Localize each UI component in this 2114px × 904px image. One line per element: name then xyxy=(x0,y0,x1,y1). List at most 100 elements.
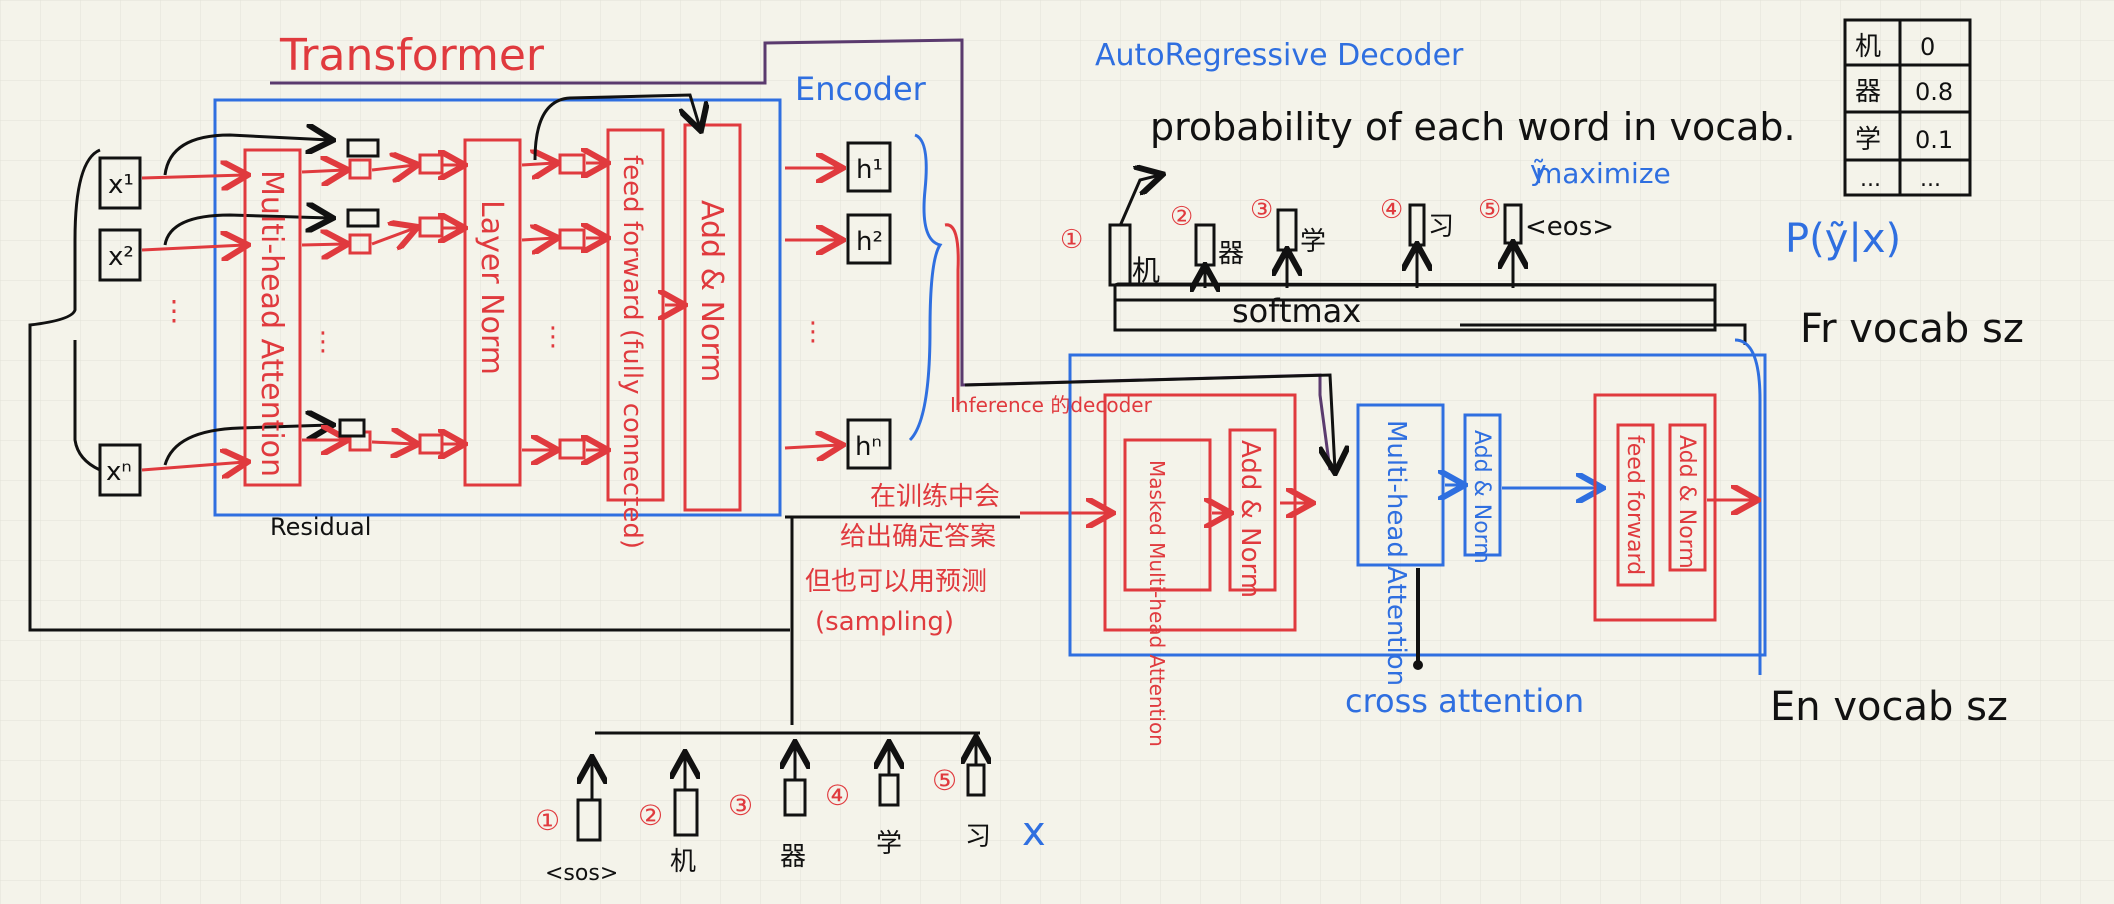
vocab-word-4: ... xyxy=(1860,167,1881,192)
input-brace xyxy=(73,340,101,472)
inference-line-1: 在训练中会 xyxy=(870,482,1000,512)
input-xn: xⁿ xyxy=(106,457,132,487)
encoder-output-h1: h¹ xyxy=(846,141,892,193)
decoder-token-1: 机 xyxy=(1132,254,1160,287)
vocab-prob-3: 0.1 xyxy=(1915,126,1953,154)
bottom-input-5: ⑤ 习 xyxy=(932,740,991,852)
output-ellipsis: ⋮ xyxy=(800,317,826,347)
cross-multihead-attention-label: Multi-head Attention xyxy=(1381,420,1411,686)
encoder-output-arrows xyxy=(784,168,840,448)
residual-arrows xyxy=(163,135,330,466)
decoder-token-4: 习 xyxy=(1428,212,1454,242)
output-h2: h² xyxy=(856,227,883,257)
bottom-input-2: ② 机 xyxy=(638,755,697,877)
decoder-ff-sublayer xyxy=(1593,393,1717,622)
encoder-kv-arrow xyxy=(964,373,1335,470)
vocab-prob-2: 0.8 xyxy=(1915,78,1953,106)
cross-attention-dot xyxy=(1413,660,1423,670)
transformer-bracket xyxy=(270,38,1332,471)
decoder-output-5: ⑤ <eos> xyxy=(1478,195,1614,245)
encoder-input-1: x¹ xyxy=(98,156,142,210)
decoder-add-norm-2-label: Add & Norm xyxy=(1469,430,1494,564)
layer-norm-block xyxy=(463,138,522,487)
ff-residual-arrow xyxy=(533,93,700,161)
inference-label: Inference 的decoder xyxy=(950,393,1153,417)
vocab-prob-4: ... xyxy=(1920,167,1941,192)
input-arrows xyxy=(141,175,245,470)
softmax-label: softmax xyxy=(1232,292,1361,330)
bottom-input-1: ① <sos> xyxy=(535,760,618,886)
maximize-formula: P(ỹ|x) xyxy=(1785,216,1901,262)
bottom-step-4: ④ xyxy=(825,779,850,812)
decoder-step-3: ③ xyxy=(1250,195,1273,225)
decoder-feed-forward-block xyxy=(1616,423,1655,587)
encoder-output-brace xyxy=(908,133,943,442)
encoder-box xyxy=(213,98,782,517)
decoder-step-1: ① xyxy=(1060,225,1083,255)
output-h1: h¹ xyxy=(856,155,883,185)
bottom-step-1: ① xyxy=(535,804,560,837)
cross-attention-label: cross attention xyxy=(1345,682,1584,720)
transformer-title: Transformer xyxy=(279,30,545,81)
layer-norm-label: Layer Norm xyxy=(474,200,509,375)
decoder-step-2: ② xyxy=(1170,202,1193,232)
decoder-output-3: ③ 学 xyxy=(1250,195,1326,257)
inference-line-4: (sampling) xyxy=(815,607,954,637)
layer-norm-arrows xyxy=(443,155,605,458)
decoder-token-2: 器 xyxy=(1218,239,1244,269)
input-x1: x¹ xyxy=(108,170,134,200)
encoder-multihead-attention-label: Multi-head Attention xyxy=(254,170,289,477)
bottom-input-4: ④ 学 xyxy=(825,745,902,859)
decoder-output-4: ④ 习 xyxy=(1380,195,1454,247)
residual-path xyxy=(28,148,790,632)
masked-attention-label: Masked Multi-head Attention xyxy=(1145,460,1169,747)
vocab-word-3: 学 xyxy=(1855,125,1881,155)
vocab-word-1: 机 xyxy=(1855,32,1881,62)
maximize-label: maximize xyxy=(1535,157,1671,190)
vocab-word-2: 器 xyxy=(1855,77,1881,107)
decoder-output-1: ① 机 xyxy=(1060,175,1160,287)
decoder-stack-brace xyxy=(1734,338,1762,675)
encoder-label: Encoder xyxy=(795,70,927,108)
inference-bracket xyxy=(944,223,960,410)
input-ellipsis: ⋮ xyxy=(160,294,188,327)
softmax-block xyxy=(1113,283,1717,332)
residual-label: Residual xyxy=(270,513,371,541)
decoder-step-4: ④ xyxy=(1380,195,1403,225)
decoder-add-norm-3 xyxy=(1668,423,1707,572)
residual-add-vectors xyxy=(338,138,380,438)
encoder-input-2: x² xyxy=(98,228,142,282)
decoder-token-3: 学 xyxy=(1300,227,1326,257)
probability-caption: probability of each word in vocab. xyxy=(1150,105,1796,149)
decoder-add-norm-1-label: Add & Norm xyxy=(1235,440,1265,598)
bottom-step-5: ⑤ xyxy=(932,764,957,797)
feed-forward-label: feed forward (fully connected) xyxy=(617,155,647,549)
en-vocab-label: En vocab sz xyxy=(1770,684,2008,730)
bottom-step-3: ③ xyxy=(728,789,753,822)
fr-vocab-label: Fr vocab sz xyxy=(1800,306,2024,352)
bottom-token-4: 学 xyxy=(876,829,902,859)
decoder-add-norm-3-label: Add & Norm xyxy=(1674,435,1699,569)
encoder-output-h2: h² xyxy=(846,213,892,265)
inference-note: 在训练中会 给出确定答案 但也可以用预测 (sampling) xyxy=(805,482,1000,637)
bottom-input-3: ③ 器 xyxy=(728,745,806,872)
decoder-step-5: ⑤ xyxy=(1478,195,1501,225)
input-x2: x² xyxy=(108,242,134,272)
encoder-add-norm-label: Add & Norm xyxy=(694,200,729,382)
decoder-title: AutoRegressive Decoder xyxy=(1095,38,1464,73)
decoder-feed-forward-label: feed forward xyxy=(1622,435,1647,575)
attn-ellipsis: ⋮ xyxy=(310,327,336,357)
vocab-prob-1: 0 xyxy=(1920,33,1935,61)
encoder-input-n: xⁿ xyxy=(98,443,142,497)
bottom-x-label: x xyxy=(1022,809,1046,855)
encoder-output-hn: hⁿ xyxy=(846,418,892,470)
output-hn: hⁿ xyxy=(855,432,882,462)
bottom-token-5: 习 xyxy=(965,822,991,852)
inference-line-3: 但也可以用预测 xyxy=(805,567,987,597)
softmax-output-arrows xyxy=(1205,245,1513,288)
softmax-to-vocab xyxy=(1460,323,1747,345)
inference-line-2: 给出确定答案 xyxy=(840,522,996,552)
